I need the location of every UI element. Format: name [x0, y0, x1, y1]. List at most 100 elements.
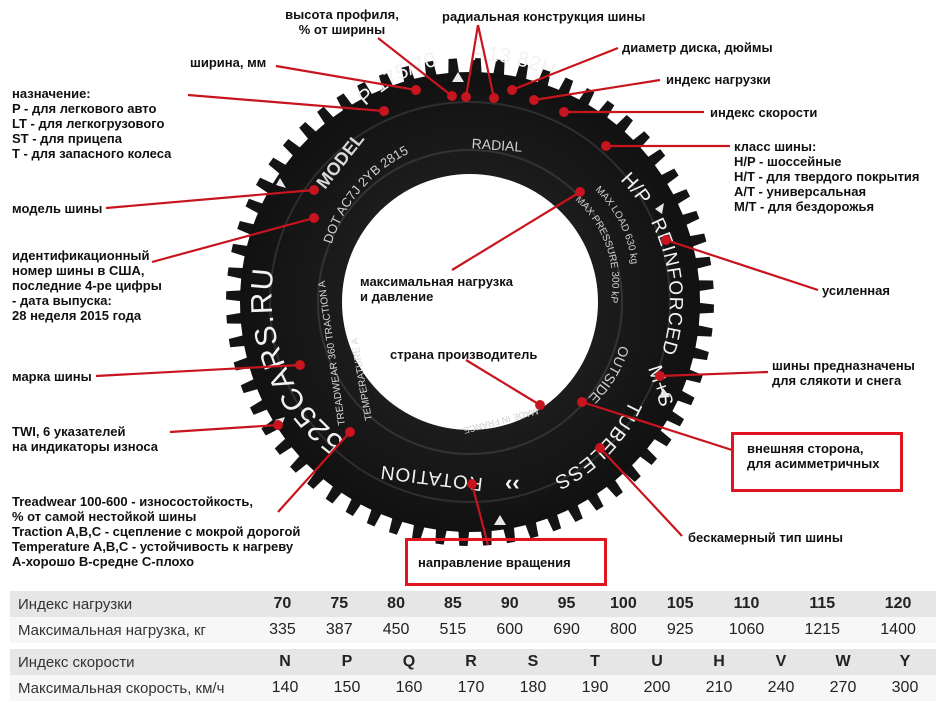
speed-index-cell: V [750, 649, 812, 675]
max-speed-cell: 150 [316, 675, 378, 701]
max-speed-header: Максимальная скорость, км/ч [10, 675, 254, 701]
max-speed-cell: 270 [812, 675, 874, 701]
load-index-cell: 80 [367, 591, 425, 617]
leader-dot [151, 213, 319, 264]
tire-shoulder-ring [269, 101, 671, 503]
label-radial: радиальная конструкция шины [442, 9, 646, 24]
label-speed-index: индекс скорости [710, 105, 818, 120]
leader-width [275, 64, 421, 95]
leader-radial-b [476, 24, 499, 103]
label-purpose: назначение: P - для легкового авто LT - … [12, 86, 172, 161]
max-load-cell: 600 [481, 617, 539, 643]
label-reinforced: усиленная [822, 283, 890, 298]
max-speed-cell: 210 [688, 675, 750, 701]
label-dot-id: идентификационный номер шины в США, посл… [12, 248, 162, 323]
speed-index-header: Индекс скорости [10, 649, 254, 675]
load-index-cell: 85 [424, 591, 482, 617]
max-speed-cell: 240 [750, 675, 812, 701]
speed-index-cell: Y [874, 649, 936, 675]
tire-radial: RADIAL [471, 135, 523, 155]
highlight-rotation [405, 538, 607, 586]
label-load-index: индекс нагрузки [666, 72, 771, 87]
leader-max-load [451, 187, 585, 271]
leader-reinforced [661, 235, 819, 292]
speed-index-cell: P [316, 649, 378, 675]
leader-profile-height [377, 37, 457, 101]
leader-purpose [187, 93, 389, 116]
max-load-cell: 1215 [784, 617, 861, 643]
max-load-cell: 800 [594, 617, 652, 643]
load-index-cell: 105 [651, 591, 709, 617]
leader-mud-snow [655, 370, 769, 381]
label-tire-class: класс шины: H/P - шоссейные H/T - для тв… [734, 139, 920, 214]
speed-index-cell: T [564, 649, 626, 675]
speed-index-table: Индекс скорости N P Q R S T U H V W Y Ма… [10, 649, 936, 701]
max-load-cell: 1400 [860, 617, 936, 643]
load-index-cell: 70 [254, 591, 311, 617]
load-index-cell: 120 [860, 591, 936, 617]
max-speed-cell: 180 [502, 675, 564, 701]
speed-index-cell: W [812, 649, 874, 675]
label-width: ширина, мм [190, 55, 267, 70]
load-index-cell: 90 [481, 591, 539, 617]
load-index-cell: 100 [594, 591, 652, 617]
tire-inner-ring [317, 149, 623, 455]
speed-index-cell: S [502, 649, 564, 675]
leader-tubeless [595, 443, 683, 537]
leader-country [465, 359, 545, 410]
load-index-table: Индекс нагрузки 70 75 80 85 90 95 100 10… [10, 591, 936, 643]
leader-model [105, 185, 319, 210]
load-index-cell: 95 [538, 591, 595, 617]
rim-hole [342, 174, 598, 430]
label-brand: марка шины [12, 369, 92, 384]
speed-index-row: Индекс скорости N P Q R S T U H V W Y [10, 649, 936, 675]
leader-rim [507, 46, 619, 95]
label-rotation: направление вращения [418, 555, 571, 570]
label-rim-diameter: диаметр диска, дюймы [622, 40, 773, 55]
twi-markers [275, 72, 670, 525]
leader-lines [95, 24, 819, 546]
max-load-cell: 450 [367, 617, 425, 643]
max-load-cell: 335 [254, 617, 311, 643]
max-speed-cell: 300 [874, 675, 936, 701]
label-twi: TWI, 6 указателей на индикаторы износа [12, 424, 159, 454]
label-mud-snow: шины предназначены для слякоти и снега [772, 358, 915, 388]
speed-index-cell: H [688, 649, 750, 675]
max-speed-cell: 170 [440, 675, 502, 701]
leader-brand [95, 360, 305, 378]
label-model: модель шины [12, 201, 103, 216]
max-load-cell: 690 [538, 617, 595, 643]
label-treadwear: Treadwear 100-600 - износостойкость, % о… [12, 494, 301, 569]
max-load-cell: 515 [424, 617, 482, 643]
leader-rotation [467, 479, 490, 546]
max-speed-row: Максимальная скорость, км/ч 140 150 160 … [10, 675, 936, 701]
speed-index-cell: Q [378, 649, 440, 675]
label-country: страна производитель [390, 347, 538, 362]
max-speed-cell: 160 [378, 675, 440, 701]
max-load-row: Максимальная нагрузка, кг 335 387 450 51… [10, 617, 936, 643]
max-speed-cell: 190 [564, 675, 626, 701]
max-load-cell: 925 [651, 617, 709, 643]
speed-index-cell: N [254, 649, 316, 675]
label-profile-height: высота профиля, % от ширины [285, 7, 399, 37]
tire-diagram: P 175/70 R13 82H RADIAL H/P REINFORCED M… [0, 0, 819, 546]
label-max-load: максимальная нагрузка и давление [360, 274, 513, 304]
load-index-cell: 75 [310, 591, 368, 617]
leader-outside [577, 397, 733, 452]
label-outside: внешняя сторона, для асимметричных [747, 441, 880, 471]
highlight-outside [731, 432, 903, 492]
leader-radial-a [461, 24, 480, 102]
load-index-header: Индекс нагрузки [10, 591, 254, 617]
speed-index-cell: U [626, 649, 688, 675]
max-speed-cell: 200 [626, 675, 688, 701]
leader-treadwear [277, 427, 355, 513]
leader-load-index [529, 78, 661, 105]
load-index-cell: 115 [784, 591, 861, 617]
max-speed-cell: 140 [254, 675, 316, 701]
max-load-header: Максимальная нагрузка, кг [10, 617, 254, 643]
load-index-row: Индекс нагрузки 70 75 80 85 90 95 100 10… [10, 591, 936, 617]
load-index-cell: 110 [708, 591, 785, 617]
leader-twi [169, 420, 283, 434]
max-load-cell: 387 [310, 617, 368, 643]
max-load-cell: 1060 [708, 617, 785, 643]
